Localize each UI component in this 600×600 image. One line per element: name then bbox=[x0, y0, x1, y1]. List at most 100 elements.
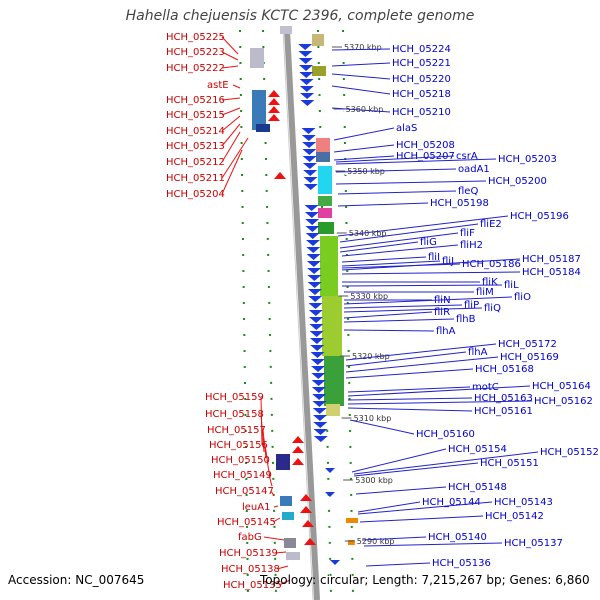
right-gene-label[interactable]: HCH_05164 bbox=[532, 381, 591, 392]
left-gene-label[interactable]: leuA1 bbox=[242, 502, 270, 513]
gene-block bbox=[280, 496, 292, 506]
left-gene-label[interactable]: astE bbox=[207, 80, 229, 91]
left-gene-label[interactable]: HCH_05213 bbox=[166, 141, 225, 152]
right-gene-label[interactable]: HCH_05187 bbox=[522, 254, 581, 265]
left-gene-label[interactable]: HCH_05215 bbox=[166, 110, 225, 121]
right-gene-label[interactable]: HCH_05136 bbox=[432, 558, 491, 569]
right-gene-leader bbox=[353, 451, 539, 475]
right-gene-label[interactable]: HCH_05148 bbox=[448, 482, 507, 493]
left-gene-label[interactable]: HCH_05147 bbox=[215, 486, 274, 497]
kbp-tick-label: 5290 kbp bbox=[357, 537, 395, 546]
right-gene-label[interactable]: fliJ bbox=[442, 256, 454, 267]
right-gene-leader bbox=[333, 144, 395, 153]
left-gene-leader bbox=[273, 505, 279, 508]
right-gene-label[interactable]: HCH_05143 bbox=[494, 497, 553, 508]
right-gene-label[interactable]: HCH_05198 bbox=[430, 198, 489, 209]
left-gene-leader bbox=[260, 413, 265, 453]
right-gene-label[interactable]: HCH_05152 bbox=[540, 447, 599, 458]
left-gene-label[interactable]: HCH_05211 bbox=[166, 173, 225, 184]
left-gene-label[interactable]: HCH_05212 bbox=[166, 157, 225, 168]
plus-strand-arrow bbox=[268, 114, 280, 121]
right-gene-label[interactable]: alaS bbox=[396, 123, 417, 134]
plus-strand-arrow bbox=[302, 520, 314, 527]
right-gene-label[interactable]: HCH_05140 bbox=[428, 532, 487, 543]
left-gene-label[interactable]: HCH_05156 bbox=[209, 440, 268, 451]
right-gene-label[interactable]: HCH_05142 bbox=[485, 511, 544, 522]
right-gene-label[interactable]: HCH_05207 bbox=[396, 151, 455, 162]
right-gene-label[interactable]: fliO bbox=[514, 292, 531, 303]
left-gene-label[interactable]: HCH_05222 bbox=[166, 63, 225, 74]
right-gene-label[interactable]: HCH_05186 bbox=[462, 259, 521, 270]
right-gene-label[interactable]: HCH_05168 bbox=[475, 364, 534, 375]
minus-strand-arrow bbox=[307, 289, 322, 295]
right-gene-label[interactable]: fliL bbox=[504, 280, 519, 291]
left-gene-label[interactable]: HCH_05204 bbox=[166, 189, 225, 200]
right-gene-label[interactable]: HCH_05172 bbox=[498, 339, 557, 350]
right-gene-label[interactable]: fliR bbox=[434, 307, 450, 318]
right-gene-label[interactable]: fliE2 bbox=[480, 219, 502, 230]
right-gene-label[interactable]: HCH_05220 bbox=[392, 74, 451, 85]
right-gene-label[interactable]: csrA bbox=[456, 151, 478, 162]
right-gene-label[interactable]: fleQ bbox=[458, 186, 478, 197]
right-gene-label[interactable]: oadA1 bbox=[458, 164, 490, 175]
left-gene-label[interactable]: HCH_05214 bbox=[166, 126, 225, 137]
kbp-tick-label: 5370 kbp bbox=[344, 43, 382, 52]
right-gene-leader bbox=[343, 318, 455, 323]
right-gene-label[interactable]: HCH_05161 bbox=[474, 406, 533, 417]
right-gene-label[interactable]: HCH_05224 bbox=[392, 44, 451, 55]
right-gene-label[interactable]: HCH_05151 bbox=[480, 458, 539, 469]
left-gene-label[interactable]: HCH_05225 bbox=[166, 32, 225, 43]
plus-strand-arrow bbox=[268, 106, 280, 113]
right-gene-label[interactable]: HCH_05154 bbox=[448, 444, 507, 455]
right-gene-label[interactable]: HCH_05203 bbox=[498, 154, 557, 165]
left-gene-label[interactable]: HCH_05223 bbox=[166, 47, 225, 58]
left-gene-label[interactable]: HCH_05139 bbox=[219, 548, 278, 559]
left-gene-leader bbox=[278, 579, 291, 586]
left-gene-label[interactable]: HCH_05149 bbox=[213, 470, 272, 481]
left-gene-label[interactable]: HCH_05145 bbox=[217, 517, 276, 528]
left-gene-label[interactable]: HCH_05138 bbox=[221, 564, 280, 575]
left-gene-leader bbox=[221, 107, 241, 116]
minus-strand-arrow bbox=[310, 352, 325, 358]
right-gene-label[interactable]: fliM bbox=[476, 287, 494, 298]
left-gene-label[interactable]: HCH_05216 bbox=[166, 95, 225, 106]
right-gene-label[interactable]: fliG bbox=[420, 237, 437, 248]
left-gene-label[interactable]: HCH_05157 bbox=[207, 425, 266, 436]
right-gene-label[interactable]: HCH_05163 bbox=[474, 393, 533, 404]
right-gene-label[interactable]: fliP bbox=[464, 300, 479, 311]
right-gene-label[interactable]: flhB bbox=[456, 314, 476, 325]
right-gene-label[interactable]: fliH2 bbox=[460, 240, 483, 251]
minus-strand-arrow bbox=[298, 58, 313, 64]
right-gene-label[interactable]: motC bbox=[472, 382, 499, 393]
left-gene-label[interactable]: HCH_05150 bbox=[211, 455, 270, 466]
right-gene-label[interactable]: HCH_05210 bbox=[392, 107, 451, 118]
left-gene-leader bbox=[221, 137, 249, 179]
right-gene-label[interactable]: fliI bbox=[428, 252, 440, 263]
minus-strand-arrow bbox=[303, 177, 318, 183]
right-gene-label[interactable]: HCH_05162 bbox=[534, 396, 593, 407]
minus-strand-arrow bbox=[306, 247, 321, 253]
right-gene-label[interactable]: HCH_05184 bbox=[522, 267, 581, 278]
right-gene-label[interactable]: HCH_05221 bbox=[392, 58, 451, 69]
right-gene-label[interactable]: HCH_05196 bbox=[510, 211, 569, 222]
right-gene-label[interactable]: HCH_05169 bbox=[500, 352, 559, 363]
right-gene-label[interactable]: fliK bbox=[482, 277, 498, 288]
right-gene-label[interactable]: flhA bbox=[468, 347, 488, 358]
right-gene-label[interactable]: HCH_05200 bbox=[488, 176, 547, 187]
left-gene-label[interactable]: HCH_05158 bbox=[205, 409, 264, 420]
left-gene-label[interactable]: HCH_05159 bbox=[205, 392, 264, 403]
right-gene-label[interactable]: fliF bbox=[460, 228, 475, 239]
right-gene-label[interactable]: HCH_05160 bbox=[416, 429, 475, 440]
right-gene-label[interactable]: flhA bbox=[436, 326, 456, 337]
right-gene-label[interactable]: HCH_05218 bbox=[392, 89, 451, 100]
right-gene-label[interactable]: HCH_05144 bbox=[422, 497, 481, 508]
left-gene-label[interactable]: fabG bbox=[238, 532, 262, 543]
right-gene-leader bbox=[357, 501, 421, 513]
right-gene-label[interactable]: fliQ bbox=[484, 303, 501, 314]
right-gene-label[interactable]: fliN bbox=[434, 295, 451, 306]
right-gene-label[interactable]: HCH_05208 bbox=[396, 140, 455, 151]
right-gene-label[interactable]: HCH_05137 bbox=[504, 538, 563, 549]
left-gene-label[interactable]: HCH_05135 bbox=[223, 580, 282, 591]
kbp-tick-bg bbox=[351, 411, 396, 422]
